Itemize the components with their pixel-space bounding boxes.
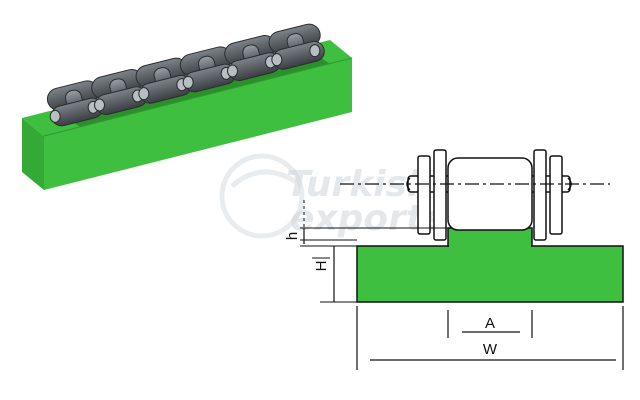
label-H: H [313,261,330,272]
roller-chain-3d [46,23,325,127]
dimension-H: H [312,246,335,302]
label-h: h [284,232,301,240]
profile-base [356,245,624,303]
cross-section-drawing: h H A W [284,149,624,370]
label-W: W [483,341,498,358]
dimension-A: A [447,310,533,338]
chain-link [268,23,325,70]
dimension-h: h [284,228,305,244]
profile-front-face [44,58,352,190]
profile-end-face [22,118,44,190]
dimension-W: W [356,306,624,370]
label-A: A [485,315,495,332]
chain-link [179,46,237,93]
chain-link [224,35,281,82]
chain-cross-section [406,149,572,241]
roller [447,157,533,231]
